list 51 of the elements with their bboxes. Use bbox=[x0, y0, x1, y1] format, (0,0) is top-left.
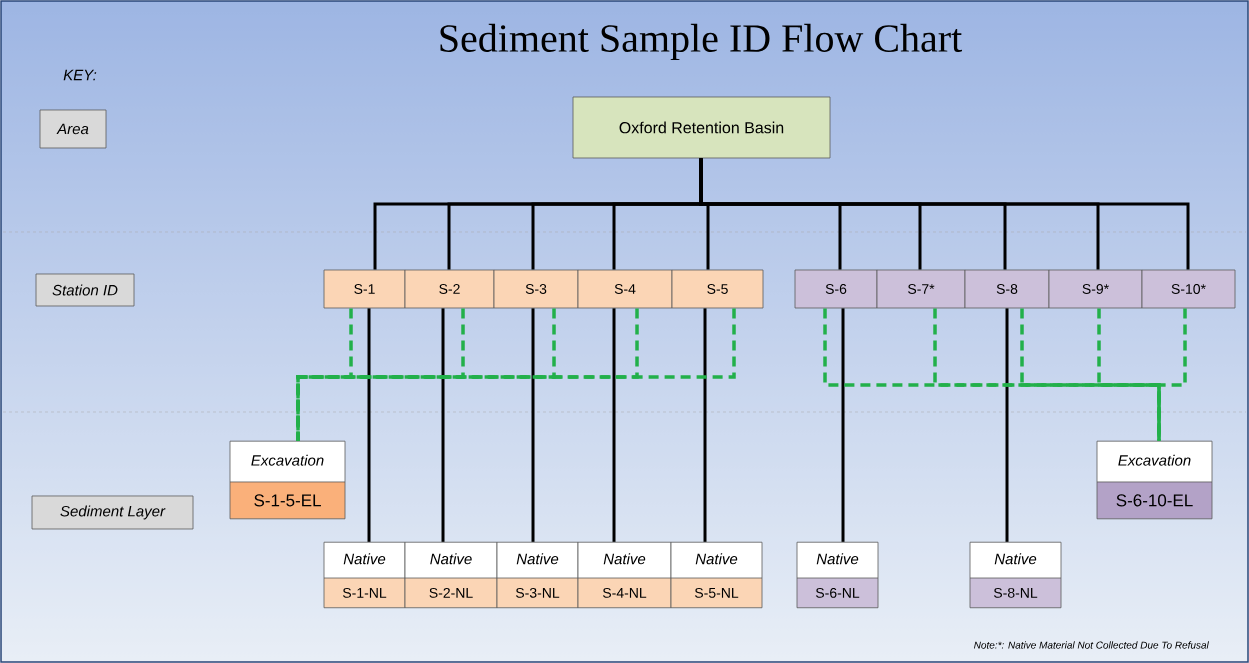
connector-line bbox=[1097, 308, 1161, 441]
station-box: S-6 bbox=[794, 269, 878, 309]
node-label: S-6-10-EL bbox=[1116, 494, 1193, 507]
node-label: Native bbox=[603, 553, 646, 565]
native-layer-box: Native S-6-NL bbox=[796, 541, 879, 609]
area-box: Oxford Retention Basin bbox=[572, 96, 831, 159]
station-box: S-10* bbox=[1141, 269, 1236, 309]
key-heading: KEY: bbox=[63, 69, 97, 81]
connector-line bbox=[612, 308, 616, 542]
station-box: S-9* bbox=[1048, 269, 1143, 309]
native-layer-box: Native S-2-NL bbox=[404, 541, 498, 609]
connector-line bbox=[933, 308, 1161, 441]
connector-line bbox=[367, 308, 371, 542]
station-box: S-7* bbox=[876, 269, 966, 309]
native-layer-box: Native S-8-NL bbox=[969, 541, 1062, 609]
node-label: Native bbox=[430, 553, 472, 565]
node-label: S-3-NL bbox=[515, 587, 560, 598]
station-box: S-4 bbox=[577, 269, 673, 309]
key-box: Sediment Layer bbox=[31, 495, 194, 530]
node-label: S-1-NL bbox=[342, 587, 387, 598]
native-layer-box: Native S-4-NL bbox=[577, 541, 672, 609]
node-label: S-8-NL bbox=[993, 587, 1038, 598]
station-box: S-5 bbox=[671, 269, 764, 309]
key-box: Station ID bbox=[35, 273, 135, 307]
connector-line bbox=[441, 308, 445, 542]
node-label: S-2-NL bbox=[429, 587, 473, 598]
native-layer-box: Native S-1-NL bbox=[323, 541, 406, 609]
excavation-box: Excavation S-1-5-EL bbox=[229, 440, 346, 520]
connector-line bbox=[699, 158, 1190, 270]
excavation-box: Excavation S-6-10-EL bbox=[1096, 440, 1213, 520]
station-box: S-2 bbox=[404, 269, 495, 309]
connector-line bbox=[296, 308, 736, 441]
station-box: S-8 bbox=[964, 269, 1050, 309]
node-label: S-5-NL bbox=[694, 587, 739, 598]
node-label: S-6-NL bbox=[815, 587, 860, 598]
note: Note:*: Native Material Not Collected Due To Refusal bbox=[974, 641, 1209, 649]
station-box: S-3 bbox=[493, 269, 579, 309]
connector-line bbox=[703, 308, 707, 542]
connector-line bbox=[1005, 308, 1009, 542]
connector-line bbox=[841, 308, 845, 542]
node-label: Native bbox=[343, 553, 386, 565]
node-label: S-1-5-EL bbox=[254, 494, 321, 507]
node-label: Native bbox=[516, 553, 559, 565]
node-label: S-4-NL bbox=[602, 587, 647, 598]
station-box: S-1 bbox=[323, 269, 406, 309]
node-label: Native bbox=[695, 553, 738, 565]
native-layer-box: Native S-3-NL bbox=[496, 541, 579, 609]
connector-line bbox=[531, 308, 535, 542]
title: Sediment Sample ID Flow Chart bbox=[440, 23, 962, 61]
native-layer-box: Native S-5-NL bbox=[670, 541, 763, 609]
key-box: Area bbox=[39, 109, 107, 149]
